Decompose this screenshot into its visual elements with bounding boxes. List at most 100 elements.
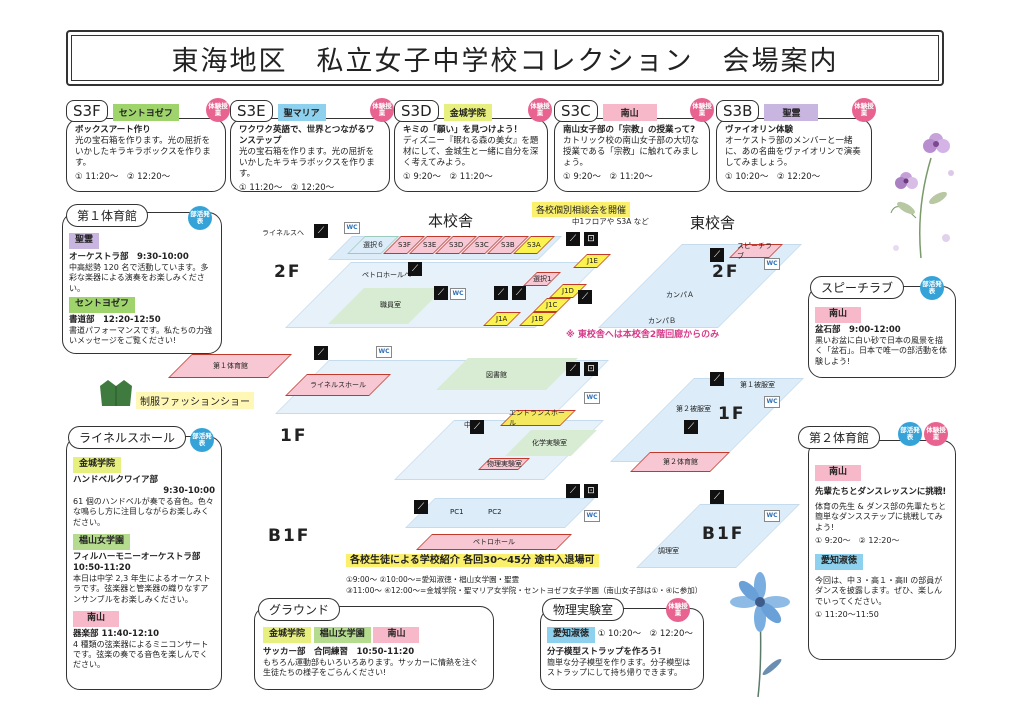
card-times: ① 11:20～11:50: [815, 610, 879, 620]
card-body: キミの「願い」を見つけよう！ ディズニー『眠れる森の美女』を題材にして、金城生と…: [394, 118, 548, 192]
club-time: 9:30-10:00: [163, 485, 215, 496]
card-s3e[interactable]: S3E 聖マリア体験授業 ワクワク英語で、世界とつながるワンステップ 光の宝石箱…: [230, 98, 394, 196]
badge: 部活発表: [188, 206, 212, 230]
card-heading: 先輩たちとダンスレッスンに挑戦!: [815, 486, 947, 497]
card-times: ① 9:20～ ② 12:20～: [815, 535, 900, 545]
page-title: 東海地区 私立女子中学校コレクション 会場案内: [171, 45, 839, 77]
room-j1e[interactable]: J1E: [573, 254, 611, 268]
card-times: ① 10:20～ ② 12:20～: [597, 629, 693, 639]
floor-label-2f: 2F: [274, 262, 302, 282]
card-heading: ヴァイオリン体験: [725, 125, 794, 135]
card-desc: 体育の先生 & ダンス部の先輩たちと簡単なダンスステップに挑戦してみよう!: [815, 501, 947, 532]
wc-icon: WC: [376, 346, 392, 358]
club-desc: 本日は中学 2,3 年生によるオーケストラです。弦楽器と管楽器の織りなすアンサン…: [73, 573, 211, 604]
school-tag: 聖マリア: [277, 104, 326, 121]
club-time: 器楽部 11:40-12:10: [73, 628, 160, 639]
stairs-icon: ⟋: [566, 232, 580, 246]
room-gym1[interactable]: 第１体育館: [168, 354, 292, 378]
club-desc: もちろん運動部もいろいろあります。サッカーに情熱を注ぐ生徒たちの様子をごらんくだ…: [263, 657, 479, 678]
east-floor-label-2f: 2F: [712, 262, 740, 282]
label-canpa: カンパＡ: [666, 291, 694, 299]
badge: 体験授業: [924, 422, 948, 446]
room-entrance[interactable]: エントランスホール: [500, 409, 576, 427]
stairs-icon: ⟋: [710, 490, 724, 504]
elevator-icon: ⊡: [584, 484, 598, 498]
header-gym1: 第１体育館: [66, 204, 149, 227]
header-reinelles-hall: ライネルスホール: [68, 426, 187, 449]
club-name: ハンドベルクワイア部: [73, 474, 159, 485]
stairs-icon: ⟋: [314, 346, 328, 360]
wc-icon: WC: [344, 222, 360, 234]
card-body: 南山女子部の「宗教」の授業って? カトリック校の南山女子部の大切な授業である「宗…: [554, 118, 710, 192]
club-time: 盆石部 9:00-12:00: [815, 324, 901, 335]
label-to-reinelles: ライネルスへ: [262, 229, 304, 237]
east-floor-label-1f: 1F: [718, 404, 746, 424]
school-tag: 愛知淑徳: [547, 627, 596, 643]
card-times: ① 11:20～ ② 12:20～: [75, 172, 171, 183]
stairs-icon: ⟋: [512, 286, 526, 300]
school-tag: 椙山女学園: [73, 533, 131, 550]
card-s3d[interactable]: S3D 金城学院体験授業 キミの「願い」を見つけよう！ ディズニー『眠れる森の美…: [394, 98, 552, 196]
card-desc: 今回は、中３・高１・高II の部員がダンスを披露します。ぜひ、楽しんでいってくだ…: [815, 575, 943, 606]
wc-icon: WC: [584, 392, 600, 404]
blue-flower-decoration: [730, 572, 790, 698]
badge: 部活発表: [190, 428, 214, 452]
card-desc: 簡単な分子模型を作ります。分子模型はストラップにして持ち帰りできます。: [547, 657, 691, 678]
card-gym2[interactable]: 南山 先輩たちとダンスレッスンに挑戦! 体育の先生 & ダンス部の先輩たちと簡単…: [808, 440, 956, 660]
card-times: ① 10:20～ ② 12:20～: [725, 172, 821, 183]
card-desc: 光の宝石箱を作ります。光の屈折をいかしたキラキラボックスを作ります。: [239, 147, 375, 180]
school-tag: 南山: [602, 104, 657, 121]
card-heading: キミの「願い」を見つけよう！: [403, 125, 523, 135]
card-body: ワクワク英語で、世界とつながるワンステップ 光の宝石箱を作ります。光の屈折をいか…: [230, 118, 390, 193]
label-canpb: カンパＢ: [648, 317, 676, 325]
wc-icon: WC: [764, 396, 780, 408]
club-time: 書道部 12:20-12:50: [69, 314, 161, 325]
card-gym1[interactable]: 聖霊 オーケストラ部 9:30-10:00 中高総勢 120 名で活動しています…: [62, 212, 222, 354]
label-hifuku2: 第２被服室: [676, 405, 711, 413]
wc-icon: WC: [450, 288, 466, 300]
school-tag: 金城学院: [263, 627, 312, 643]
label-chem: 化学実験室: [532, 439, 567, 447]
stairs-icon: ⟋: [314, 224, 328, 238]
consult-sub: 中1フロアや S3A など: [572, 217, 649, 226]
header-ground: グラウンド: [258, 598, 341, 621]
badge: 体験授業: [370, 98, 394, 122]
fashion-show-label: 制服ファッションショー: [136, 392, 254, 409]
card-heading: 分子模型ストラップを作ろう!: [547, 646, 662, 657]
club-time: サッカー部 合同練習 10:50-11:20: [263, 646, 415, 657]
card-heading: ワクワク英語で、世界とつながるワンステップ: [239, 125, 375, 147]
school-tag: 金城学院: [443, 104, 492, 121]
club-desc: 61 個のハンドベルが奏でる音色。色々な鳴らし方に注目しながらお楽しみください。: [73, 496, 214, 527]
stairs-icon: ⟋: [470, 420, 484, 434]
card-s3b[interactable]: S3B 聖霊体験授業 ヴァイオリン体験 オーケストラ部のメンバーと一緒に、あの名…: [716, 98, 876, 196]
card-heading: ボックスアート作り: [75, 125, 151, 135]
card-desc: オーケストラ部のメンバーと一緒に、あの名曲をヴァイオリンで演奏してみましょう。: [725, 136, 861, 169]
stairs-icon: ⟋: [566, 362, 580, 376]
badge: 部活発表: [898, 422, 922, 446]
school-tag: セントヨゼフ: [112, 104, 179, 121]
card-s3f[interactable]: S3F セントヨゼフ体験授業 ボックスアート作り 光の宝石箱を作ります。光の屈折…: [66, 98, 230, 196]
stairs-icon: ⟋: [434, 286, 448, 300]
room-code: S3C: [554, 100, 598, 122]
card-speech-lab[interactable]: 南山 盆石部 9:00-12:00 黒いお盆に白い砂で日本の風景を描く「盆石」。…: [808, 286, 956, 378]
room-code: S3B: [716, 100, 760, 122]
badge: 体験授業: [666, 598, 690, 622]
intro-schedule-1: ①9:00～ ②10:00～=愛知淑徳・椙山女学園・聖霊: [346, 575, 520, 584]
room-speech[interactable]: スピーチラブ: [729, 242, 783, 260]
card-body: ボックスアート作り 光の宝石箱を作ります。光の屈折をいかしたキラキラボックスを作…: [66, 118, 226, 192]
consult-label: 各校個別相談会を開催: [532, 202, 631, 217]
stairs-icon: ⟋: [710, 248, 724, 262]
card-reinelles-hall[interactable]: 金城学院 ハンドベルクワイア部 9:30-10:00 61 個のハンドベルが奏で…: [66, 436, 222, 690]
club-desc: 4 種類の弦楽器によるミニコンサートです。弦楽の奏でる音色を楽しんでください。: [73, 639, 209, 670]
badge: 体験授業: [852, 98, 876, 122]
header-speech-lab: スピーチラブ: [810, 276, 905, 299]
club-time: フィルハーモニーオーケストラ部 10:50-11:20: [73, 551, 209, 573]
stairs-icon: ⟋: [684, 420, 698, 434]
card-heading: 南山女子部の「宗教」の授業って?: [563, 125, 696, 135]
label-pc1: PC1: [450, 508, 464, 516]
card-s3c[interactable]: S3C 南山体験授業 南山女子部の「宗教」の授業って? カトリック校の南山女子部…: [554, 98, 714, 196]
elevator-icon: ⊡: [584, 362, 598, 376]
school-tag: 聖霊: [69, 233, 100, 249]
stairs-icon: ⟋: [566, 484, 580, 498]
badge: 体験授業: [528, 98, 552, 122]
